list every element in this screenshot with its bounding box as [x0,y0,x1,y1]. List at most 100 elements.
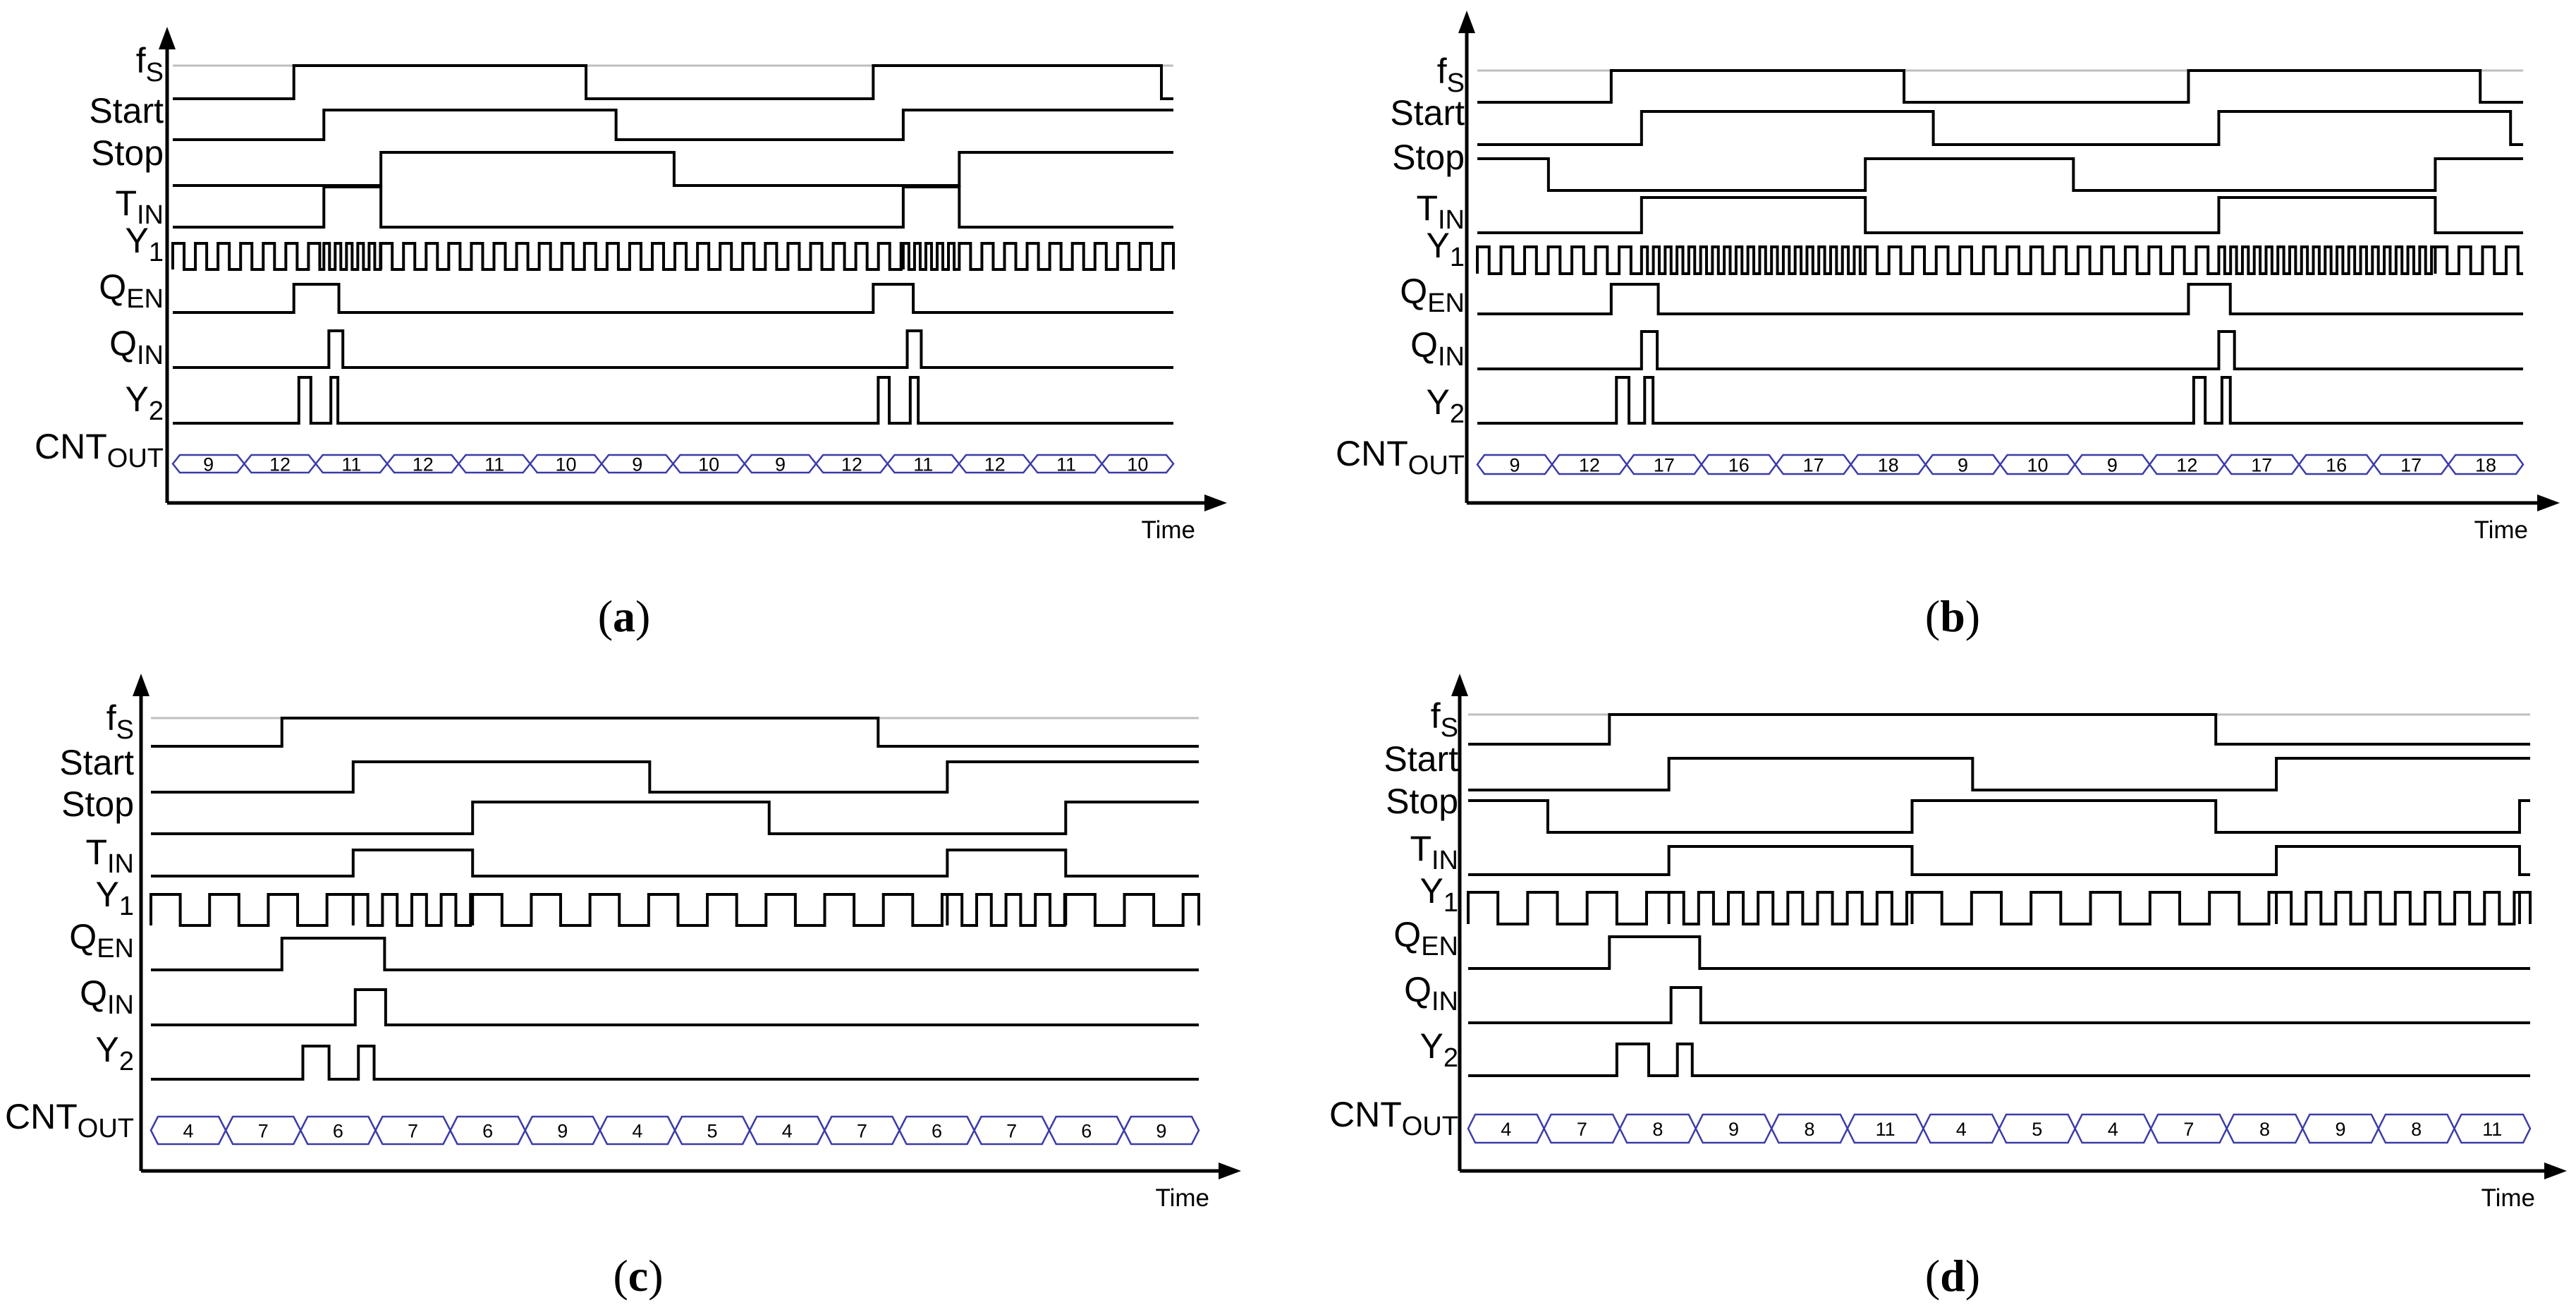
x-axis-arrow [2537,494,2560,511]
cnt-value-label: 8 [1652,1119,1663,1140]
signal-label-qin: QIN [1404,970,1458,1016]
caption-c: (c) [613,1251,663,1301]
cnt-value-label: 8 [1805,1119,1815,1140]
cnt-value-label: 9 [2336,1119,2346,1140]
cnt-value-label: 9 [775,454,786,475]
cnt-value-label: 7 [258,1121,269,1142]
signal-label-qen: QEN [1400,272,1465,318]
waveform-qin [173,329,1173,369]
waveform-y2 [1468,1043,2530,1077]
signal-label-cnt: CNTOUT [1329,1095,1458,1141]
waveform-qen [1477,283,2523,315]
cnt-value-label: 9 [1728,1119,1739,1140]
waveform-fs [1477,69,2523,104]
cnt-value-label: 9 [1958,455,1968,476]
cnt-value-label: 9 [1509,455,1520,476]
cnt-value-label: 6 [482,1121,493,1142]
signal-label-qin: QIN [109,324,164,370]
cnt-value-label: 7 [408,1121,418,1142]
cnt-value-label: 11 [2482,1119,2502,1140]
cnt-value-label: 11 [484,454,504,475]
y-axis-arrow [133,674,149,696]
cnt-value-label: 12 [269,454,291,475]
cnt-value-label: 10 [555,454,576,475]
waveform-start [1468,757,2530,791]
cnt-bus-segment [2453,1113,2532,1144]
waveform-qin [1477,330,2523,370]
x-axis-arrow [1219,1162,1241,1179]
signal-label-stop: Stop [91,133,164,173]
signal-label-cnt: CNTOUT [5,1097,134,1143]
signal-label-y2: Y2 [1427,382,1465,429]
cnt-value-label: 10 [698,454,719,475]
cnt-value-label: 17 [1654,455,1675,476]
waveform-qen [173,283,1173,314]
cnt-value-label: 9 [557,1121,568,1142]
cnt-value-label: 6 [1081,1121,1092,1142]
waveform-y1 [1476,245,2523,275]
waveform-start [1477,110,2523,146]
waveform-y1 [1467,891,2532,925]
waveform-y2 [173,376,1173,425]
signal-label-start: Start [59,743,134,782]
cnt-value-label: 4 [632,1121,642,1142]
signal-label-tin: TIN [85,832,134,879]
waveform-fs [1468,713,2530,746]
x-axis-arrow [1204,494,1227,511]
signal-label-qen: QEN [1393,915,1458,961]
signal-label-cnt: CNTOUT [1336,434,1465,480]
cnt-value-label: 12 [1579,455,1600,476]
cnt-value-label: 4 [183,1121,194,1142]
time-axis-label: Time [1142,516,1195,544]
cnt-value-label: 4 [782,1121,793,1142]
waveform-y2 [1477,376,2523,425]
signal-label-qen: QEN [99,267,164,314]
waveform-fs [151,717,1199,748]
waveform-start [173,109,1173,141]
cnt-value-label: 7 [1577,1119,1587,1140]
signal-label-qin: QIN [80,973,134,1020]
signal-label-y2: Y2 [126,379,164,426]
waveform-stop [1477,157,2523,192]
x-axis-arrow [2544,1162,2567,1179]
signal-label-start: Start [1390,93,1465,133]
signal-label-y2: Y2 [96,1030,135,1076]
cnt-value-label: 17 [2251,455,2272,476]
signal-label-cnt: CNTOUT [35,427,164,473]
signal-label-y1: Y1 [126,221,164,267]
cnt-value-label: 4 [1501,1119,1511,1140]
cnt-value-label: 6 [333,1121,343,1142]
signal-label-stop: Stop [1392,138,1465,177]
signal-label-start: Start [89,91,164,130]
cnt-bus-segment [1101,454,1175,474]
signal-label-start: Start [1384,739,1458,779]
cnt-value-label: 9 [632,454,642,475]
cnt-value-label: 8 [2411,1119,2422,1140]
cnt-value-label: 18 [1878,455,1899,476]
waveform-tin [1468,845,2530,876]
caption-d: (d) [1925,1251,1980,1301]
cnt-bus-segment [2447,454,2525,475]
signal-label-y2: Y2 [1420,1026,1459,1073]
waveform-tin [1477,196,2523,234]
cnt-value-label: 10 [1127,454,1148,475]
signal-label-stop: Stop [1386,782,1458,821]
cnt-value-label: 11 [913,454,933,475]
cnt-value-label: 16 [2326,455,2347,476]
waveform-tin [151,849,1199,877]
cnt-value-label: 12 [841,454,862,475]
cnt-bus-segment [1123,1115,1200,1146]
cnt-value-label: 10 [2027,455,2048,476]
waveform-y1 [171,242,1175,271]
cnt-value-label: 16 [1728,455,1750,476]
waveform-qin [1468,986,2530,1024]
caption-b: (b) [1925,591,1980,641]
signal-label-tin: TIN [1410,829,1458,875]
signal-label-fs: fS [1431,696,1458,743]
caption-a: (a) [598,591,651,641]
